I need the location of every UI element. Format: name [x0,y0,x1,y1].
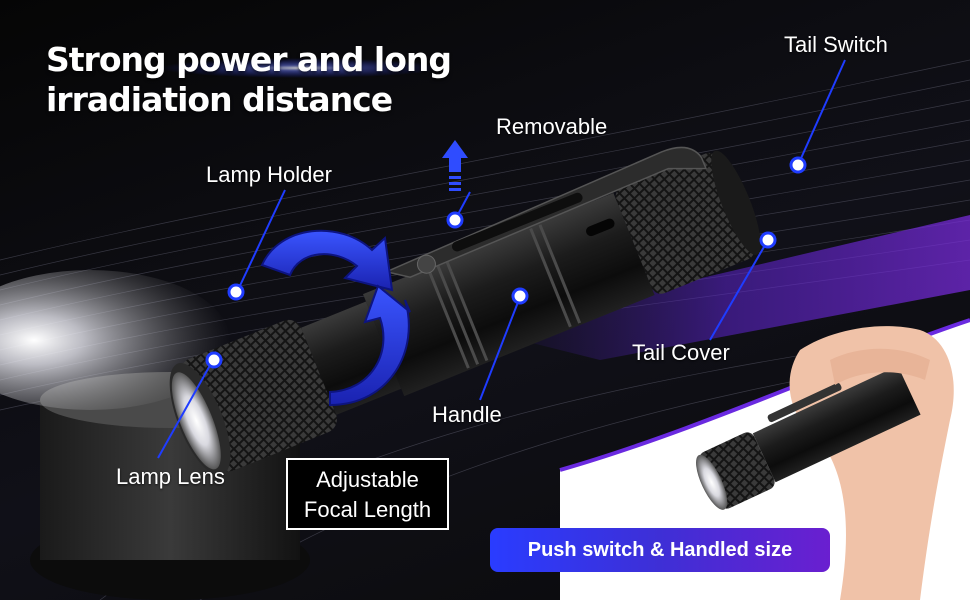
callout-dot-tail-cover [759,231,777,249]
callout-dot-lamp-holder [227,283,245,301]
up-arrow-icon [442,140,468,191]
callout-dot-tail-switch [789,156,807,174]
label-lamp-lens: Lamp Lens [116,464,225,489]
focal-line-1: Adjustable [316,467,419,492]
label-removable: Removable [496,114,608,139]
focal-line-2: Focal Length [303,497,432,522]
hand-photo [696,326,954,600]
label-tail-switch: Tail Switch [784,32,888,57]
callout-line-tail-switch [797,59,846,166]
headline: Strong power and long irradiation distan… [46,40,452,119]
callout-dot-handle [511,287,529,305]
label-handle: Handle [432,402,502,427]
feature-badge: Push switch & Handled size [490,528,830,572]
callout-line-lamp-lens [157,359,214,459]
label-tail-cover: Tail Cover [632,340,730,365]
rotate-arrow-icon [260,229,411,407]
callout-line-lamp-holder [236,189,286,293]
focal-length-box: Adjustable Focal Length [286,458,449,530]
callout-line-handle [479,296,521,401]
callout-dot-lamp-lens [205,351,223,369]
callout-line-tail-cover [709,239,769,341]
label-lamp-holder: Lamp Holder [206,162,332,187]
callout-dot-removable [446,211,464,229]
